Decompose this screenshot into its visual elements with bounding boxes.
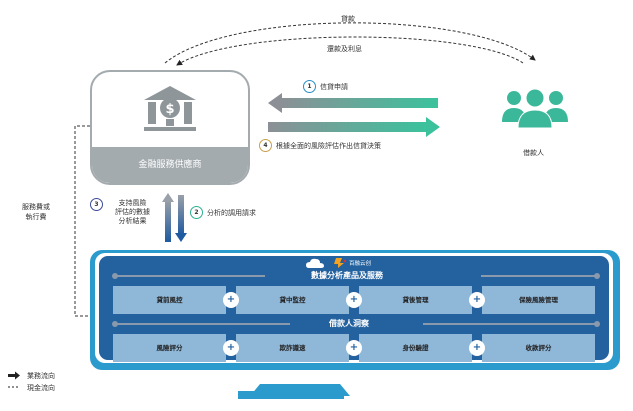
- insight-cell: 身份驗證: [359, 334, 472, 362]
- plus-icon: +: [223, 340, 239, 356]
- step-1-badge: 1: [303, 80, 316, 93]
- section-divider: [115, 323, 290, 325]
- credit-application-arrow: [268, 93, 438, 113]
- borrower-label: 借款人: [523, 149, 544, 157]
- service-cell: 貸前風控: [113, 286, 226, 314]
- insight-cell: 欺詐識速: [236, 334, 349, 362]
- credit-decision-arrow: [268, 117, 440, 137]
- section-divider: [481, 275, 596, 277]
- step-3-badge: 3: [90, 198, 103, 211]
- legend-business-flow-label: 業務流向: [27, 372, 55, 380]
- step-2-badge: 2: [190, 206, 203, 219]
- bank-dollar-icon: $: [144, 86, 196, 131]
- loan-flow-arc: [164, 22, 536, 64]
- plus-icon: +: [346, 340, 362, 356]
- legend-cash-flow-label: 現金流向: [27, 384, 55, 392]
- brand-logo-icon: [334, 258, 346, 268]
- svg-text:$: $: [165, 102, 174, 117]
- section-divider: [115, 275, 265, 277]
- brand-text: 百融云创: [349, 261, 372, 267]
- monitor-base: [238, 391, 344, 399]
- step-4-label: 根據全面的風險評估作出信貸決策: [276, 142, 381, 150]
- step-1-label: 信貸申請: [320, 83, 348, 91]
- repayment-label: 還款及利息: [327, 45, 362, 53]
- insight-cell: 風險評分: [113, 334, 226, 362]
- plus-icon: +: [469, 292, 485, 308]
- legend-solid-arrow-icon: [8, 371, 20, 380]
- insight-cell: 收款評分: [482, 334, 595, 362]
- step-3-label: 支持風險 評估的數據 分析結果: [115, 199, 150, 225]
- analysis-result-up-arrow: [162, 193, 174, 242]
- plus-icon: +: [223, 292, 239, 308]
- step-4-badge: 4: [259, 139, 272, 152]
- fee-label: 服務費或 執行費: [22, 203, 50, 221]
- service-cell: 貸後管理: [359, 286, 472, 314]
- analysis-request-down-arrow: [175, 195, 187, 242]
- section-divider: [423, 323, 596, 325]
- section2-title: 借款人洞察: [329, 319, 369, 328]
- people-group-icon: [502, 88, 568, 129]
- loan-label: 貸款: [341, 15, 355, 23]
- monitor-power-dot: [348, 370, 354, 376]
- step-2-label: 分析的調用請求: [207, 209, 256, 217]
- cloud-icon: [306, 258, 324, 268]
- service-cell: 貸中監控: [236, 286, 349, 314]
- row-dot: [594, 273, 600, 279]
- section1-title: 數據分析產品及服務: [311, 271, 383, 280]
- service-cell: 保險風險管理: [482, 286, 595, 314]
- financial-provider-box: $ 金融服務供應商: [90, 70, 250, 185]
- provider-label: 金融服務供應商: [92, 147, 248, 183]
- row-dot: [594, 321, 600, 327]
- fee-flow-line: [74, 125, 96, 319]
- plus-icon: +: [469, 340, 485, 356]
- repayment-flow-arc: [176, 36, 524, 66]
- plus-icon: +: [346, 292, 362, 308]
